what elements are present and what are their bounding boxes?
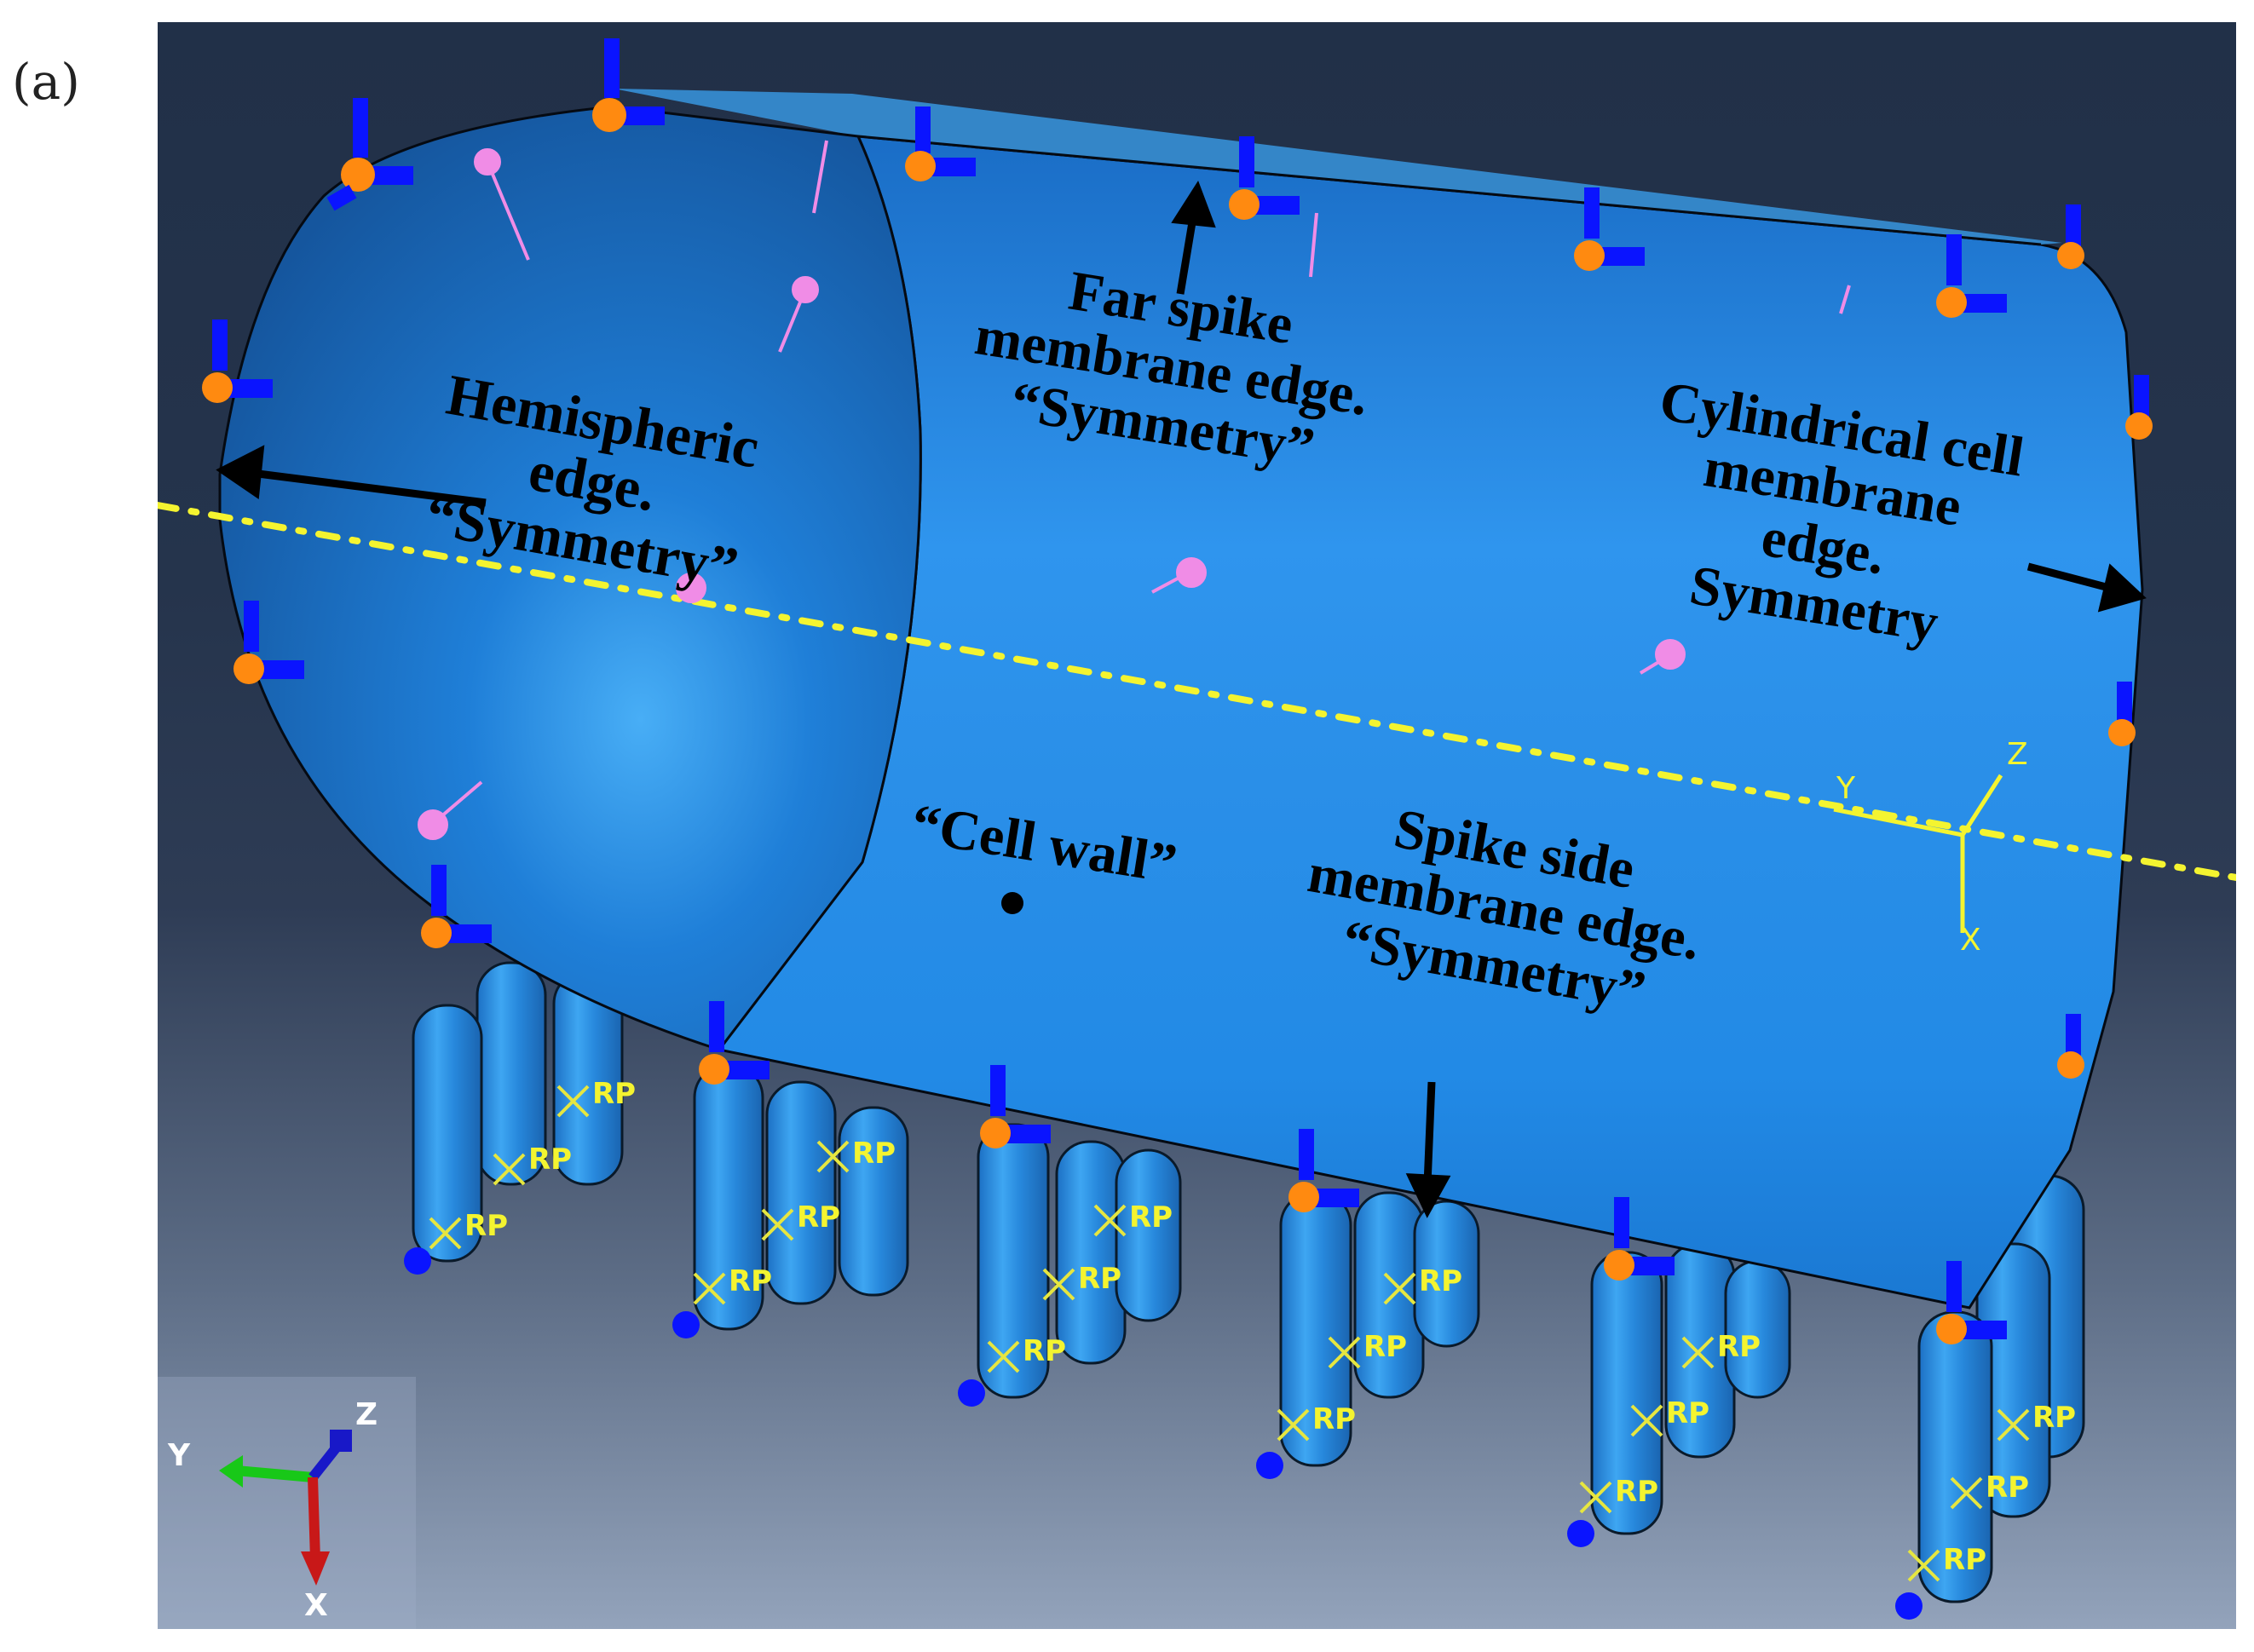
svg-text:RP: RP: [1023, 1334, 1066, 1368]
svg-text:RP: RP: [1986, 1471, 2029, 1505]
reference-points: [429, 1085, 2030, 1582]
symmetry-axis: [158, 502, 2236, 881]
svg-text:RP: RP: [1363, 1330, 1407, 1364]
local-csys: [1833, 774, 2003, 933]
triad-label-x: X: [304, 1588, 328, 1623]
spike-group: [412, 961, 2085, 1603]
svg-text:RP: RP: [1717, 1330, 1761, 1364]
svg-text:RP: RP: [1078, 1262, 1121, 1296]
cell-wall-point: [1001, 892, 1023, 914]
svg-text:RP: RP: [1419, 1264, 1462, 1298]
svg-text:RP: RP: [528, 1143, 572, 1177]
svg-text:RP: RP: [1129, 1200, 1173, 1235]
svg-text:RP: RP: [1615, 1475, 1658, 1509]
svg-text:RP: RP: [1312, 1402, 1356, 1436]
bc-glyphs: [202, 38, 2153, 1620]
svg-text:RP: RP: [1666, 1396, 1709, 1430]
svg-text:RP: RP: [797, 1200, 840, 1235]
svg-text:RP: RP: [729, 1264, 772, 1298]
triad-label-y: Y: [168, 1438, 191, 1473]
local-csys-z: Z: [2007, 737, 2028, 772]
svg-text:RP: RP: [1943, 1543, 1986, 1577]
local-csys-x: X: [1960, 923, 1981, 958]
svg-text:RP: RP: [464, 1209, 508, 1243]
panel-label: (a): [12, 53, 80, 111]
triad-label-z: Z: [355, 1397, 378, 1432]
svg-text:RP: RP: [852, 1137, 896, 1171]
svg-text:RP: RP: [592, 1077, 636, 1111]
view-triad: Y Z X: [158, 1377, 416, 1629]
local-csys-y: Y: [1836, 771, 1856, 806]
load-arrows: [418, 140, 1851, 840]
svg-text:RP: RP: [2032, 1401, 2076, 1435]
triad-axes-icon: [219, 1430, 352, 1586]
annotation-arrows: [216, 180, 2147, 1218]
